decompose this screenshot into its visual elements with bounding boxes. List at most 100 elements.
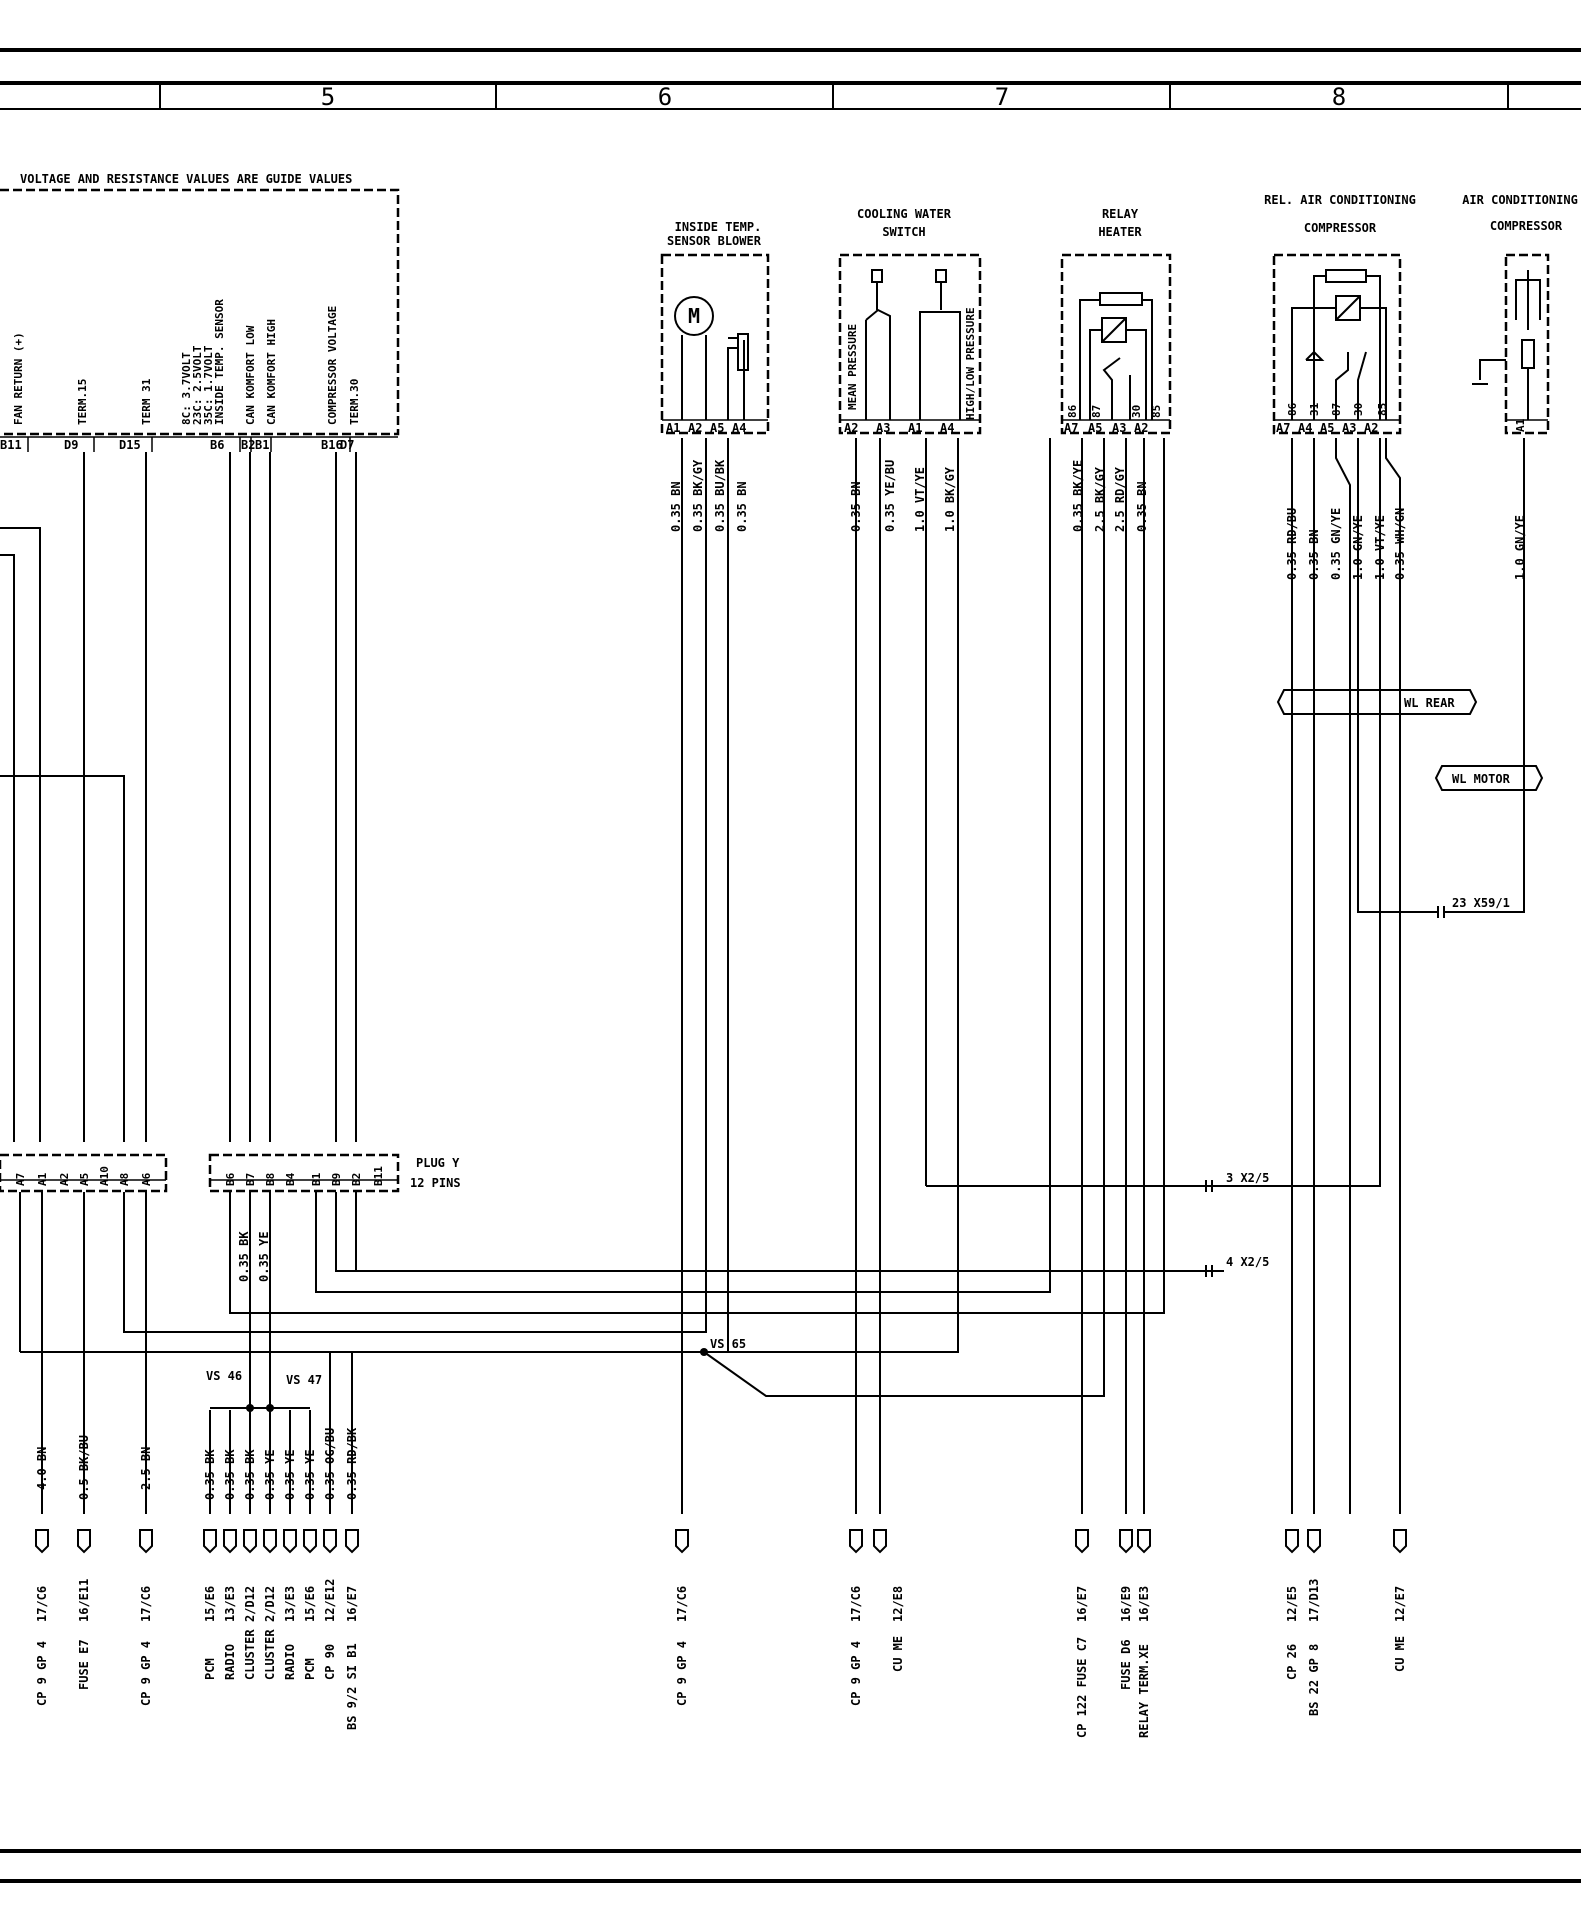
term-label: 86 (1286, 402, 1299, 416)
wire-label: 2.5 BK/GY (1093, 466, 1107, 532)
pin-label: D9 (64, 438, 78, 452)
term-label: 31 (1308, 402, 1321, 416)
destination-name: CU ME (1393, 1636, 1407, 1672)
wire-label: 0.35 RD/BK (345, 1427, 359, 1500)
wire-label: 1.0 GN/YE (1513, 515, 1527, 580)
box-label: 35C: 1.7VOLT (202, 345, 215, 425)
plug-pin: B9 (330, 1173, 343, 1186)
wire-label: 0.35 BN (1307, 529, 1321, 580)
wire-label: 0.35 BK (223, 1449, 237, 1500)
column-number: 5 (321, 83, 335, 111)
box-label: CAN KOMFORT LOW (244, 325, 257, 425)
destination-name: FUSE E7 (77, 1639, 91, 1690)
component-title: INSIDE TEMP. (675, 220, 762, 234)
destination-name: CP 9 GP 4 (675, 1641, 689, 1706)
wire-label: 1.0 BK/GY (943, 466, 957, 532)
destination-ref: 16/E11 (77, 1579, 91, 1622)
destination-ref: 12/E7 (1393, 1586, 1407, 1622)
destination-name: CP 9 GP 4 (35, 1641, 49, 1706)
plug-pin: B4 (284, 1172, 297, 1186)
inner-label: MEAN PRESSURE (846, 324, 859, 410)
pin-label: A2 (1134, 421, 1148, 435)
component-title: RELAY (1102, 207, 1139, 221)
connector-label: 23 X59/1 (1452, 896, 1510, 910)
component-title: REL. AIR CONDITIONING (1264, 193, 1416, 207)
motor-icon: M (688, 304, 700, 328)
wire-label: 0.35 RD/BU (1285, 508, 1299, 580)
wire-label: 1.0 VT/YE (1373, 515, 1387, 580)
wire-label: 0.35 BN (849, 481, 863, 532)
pin-label: A7 (1064, 421, 1078, 435)
plug-pin: B11 (372, 1166, 385, 1186)
plug-pin: A10 (98, 1166, 111, 1186)
pin-label: A1 (666, 421, 680, 435)
wire-label: 0.35 BN (669, 481, 683, 532)
box-label: COMPRESSOR VOLTAGE (326, 306, 339, 425)
wire-label: 0.35 OG/BU (323, 1428, 337, 1500)
wires (0, 438, 1525, 1514)
wire-label: 0.35 BK/YE (1071, 460, 1085, 532)
plug-name: PLUG Y (416, 1156, 460, 1170)
plug-pin: B1 (310, 1172, 323, 1186)
box-label: 23C: 2.5VOLT (191, 345, 204, 425)
cooling-water-switch: COOLING WATER SWITCH MEAN PRESSURE HIGH/… (838, 207, 982, 532)
pin-label: B16 (321, 438, 343, 452)
destination-ref: 16/E7 (345, 1586, 359, 1622)
wire-splices (246, 1348, 708, 1412)
inside-temp-sensor-blower: INSIDE TEMP. SENSOR BLOWER M A1 A2 A5 A4… (660, 220, 770, 532)
pin-label: A4 (732, 421, 746, 435)
component-title: SWITCH (882, 225, 925, 239)
term-label: 85 (1376, 403, 1389, 416)
destination-name: BS 22 GP 8 (1307, 1644, 1321, 1716)
connector-ends (35, 1529, 1407, 1554)
term-label: 85 (1150, 405, 1163, 418)
destination-ref: 12/E12 (323, 1579, 337, 1622)
destination-name: CP 90 (323, 1644, 337, 1680)
component-title: COMPRESSOR (1304, 221, 1377, 235)
destination-ref: 17/D13 (1307, 1579, 1321, 1622)
term-label: 30 (1130, 405, 1143, 418)
pin-label: B6 (210, 438, 224, 452)
plug-pin: A1 (36, 1172, 49, 1186)
harness-tags: WL REAR WL MOTOR 23 X59/1 3 X2/5 4 X2/5 … (206, 689, 1544, 1387)
wire-label: 0.35 BK (203, 1449, 217, 1500)
pin-label: D15 (119, 438, 141, 452)
plug-pin: B8 (264, 1173, 277, 1186)
plug-pin: A8 (118, 1173, 131, 1186)
inner-label: HIGH/LOW PRESSURE (964, 307, 977, 420)
plug-pin: B6 (224, 1172, 237, 1186)
pin-label: A3 (876, 421, 890, 435)
relay-heater: RELAY HEATER 86 87 30 85 A7 A5 A3 A2 0.3… (1060, 207, 1172, 532)
destination-name: CP 9 GP 4 (139, 1641, 153, 1706)
connector-label: 4 X2/5 (1226, 1255, 1269, 1269)
wire-label: 0.35 BK (243, 1449, 257, 1500)
pin-label: A2 (688, 421, 702, 435)
box-label: TERM 31 (140, 378, 153, 425)
bottom-wire-labels: 4.0 BN 0.5 BK/BU 2.5 BN 0.35 BK 0.35 BK … (35, 1427, 359, 1500)
wire-label: 0.35 WH/GN (1393, 508, 1407, 580)
box-label: 8C: 3.7VOLT (180, 352, 193, 425)
splice-label: VS 65 (710, 1337, 746, 1351)
wire-label: 0.35 YE/BU (883, 460, 897, 532)
wire-label: 0.35 BN (735, 481, 749, 532)
term-label: 87 (1090, 405, 1103, 418)
plug-y: PLUG Y 12 PINS A7 A1 A2 A5 A10 A8 A6 B6 … (0, 1153, 461, 1282)
destination-ref: 16/E9 (1119, 1586, 1133, 1622)
wire-label: 0.35 YE (283, 1449, 297, 1500)
destination-name: RELAY TERM.XE (1137, 1644, 1151, 1738)
pin-label: A3 (1112, 421, 1126, 435)
destination-name: CLUSTER (263, 1629, 277, 1680)
box-label: FAN RETURN (+) (12, 332, 25, 425)
pin-label: A1 (1514, 418, 1527, 432)
control-unit-box: VOLTAGE AND RESISTANCE VALUES ARE GUIDE … (0, 172, 400, 452)
destination-labels: 17/C6 CP 9 GP 4 16/E11 FUSE E7 17/C6 CP … (35, 1579, 1407, 1738)
destination-name: CP 26 (1285, 1644, 1299, 1680)
pin-label: B11 (0, 438, 22, 452)
box-label: TERM.30 (348, 379, 361, 425)
destination-ref: 16/E7 (1075, 1586, 1089, 1622)
wire-label: 1.0 VT/YE (913, 467, 927, 532)
wire-label: 0.35 YE (257, 1231, 271, 1282)
destination-ref: 15/E6 (203, 1586, 217, 1622)
plug-pin: A5 (78, 1173, 91, 1186)
destination-ref: 15/E6 (303, 1586, 317, 1622)
